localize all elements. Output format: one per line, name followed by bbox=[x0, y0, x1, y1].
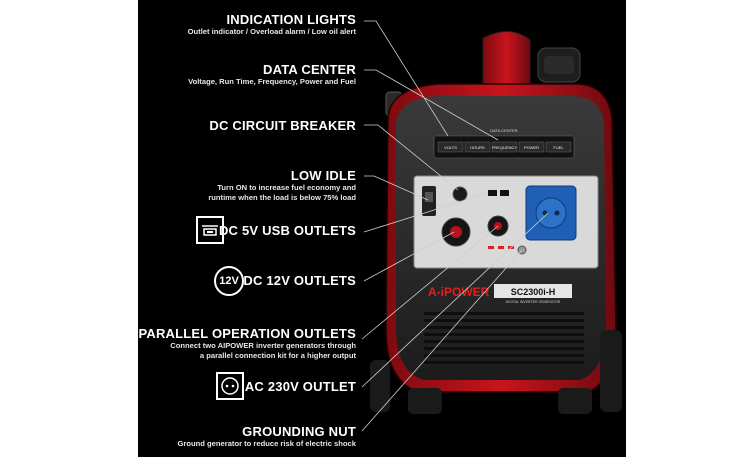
ac-socket-icon bbox=[216, 372, 244, 400]
cooling-vents bbox=[424, 312, 584, 364]
model-number: SC2300i-H bbox=[511, 287, 556, 297]
data-tabs: VOLTS HOURS FREQUENCY POWER FUEL bbox=[437, 141, 572, 153]
data-center-panel-label: DATA CENTER bbox=[490, 128, 518, 133]
data-tab bbox=[437, 141, 464, 153]
usb-icon bbox=[196, 216, 224, 244]
callout-title: GROUNDING NUT bbox=[242, 424, 356, 439]
data-tab-label: HOURS bbox=[470, 145, 485, 150]
callout-title: INDICATION LIGHTS bbox=[226, 12, 356, 27]
data-tab bbox=[545, 141, 572, 153]
callout-subtitle: Connect two AIPOWER inverter generators … bbox=[170, 341, 356, 350]
callout-subtitle: a parallel connection kit for a higher o… bbox=[199, 350, 356, 360]
callout-title: DATA CENTER bbox=[263, 62, 356, 77]
callout-dc-12v: DC 12V OUTLETS bbox=[243, 273, 356, 288]
callout-dc-5v-usb: DC 5V USB OUTLETS bbox=[219, 223, 356, 238]
vent-slot bbox=[424, 333, 584, 336]
callout-title: AC 230V OUTLET bbox=[244, 379, 356, 394]
12v-icon: 12V bbox=[214, 266, 244, 296]
callout-indication-lights: INDICATION LIGHTS Outlet indicator / Ove… bbox=[188, 12, 356, 37]
handle-top bbox=[482, 31, 531, 93]
callout-ac-230v: AC 230V OUTLET bbox=[245, 379, 356, 394]
callout-data-center: DATA CENTER Voltage, Run Time, Frequency… bbox=[188, 62, 356, 87]
callout-subtitle: Turn ON to increase fuel economy and bbox=[217, 183, 356, 192]
callout-title: DC 12V OUTLETS bbox=[243, 273, 356, 288]
dc-breaker bbox=[452, 186, 468, 202]
vent-slot bbox=[424, 361, 584, 364]
black-background-panel: DATA CENTER VOLTS HOURS FREQUENCY POWER FUEL bbox=[138, 0, 626, 457]
data-tab-label: FREQUENCY bbox=[492, 145, 517, 150]
callout-low-idle: LOW IDLE Turn ON to increase fuel econom… bbox=[208, 168, 356, 202]
data-tab bbox=[464, 141, 491, 153]
usb-port bbox=[488, 190, 497, 196]
svg-text:DIGITAL INVERTER GENERATOR: DIGITAL INVERTER GENERATOR bbox=[506, 300, 561, 304]
callout-subtitle: Voltage, Run Time, Frequency, Power and … bbox=[188, 77, 356, 86]
callout-title: PARALLEL OPERATION OUTLETS bbox=[138, 326, 356, 341]
data-tab bbox=[518, 141, 545, 153]
callout-dc-circuit-breaker: DC CIRCUIT BREAKER bbox=[209, 118, 356, 133]
leader-lines bbox=[361, 20, 549, 432]
callout-subtitle: runtime when the load is below 75% load bbox=[208, 192, 356, 202]
right-foot bbox=[558, 388, 592, 414]
callout-title: DC 5V USB OUTLETS bbox=[218, 223, 356, 238]
callout-subtitle: Ground generator to reduce risk of elect… bbox=[177, 439, 356, 448]
callout-subtitle: Outlet indicator / Overload alarm / Low … bbox=[187, 27, 356, 36]
brand-logo: A-iPOWER bbox=[428, 285, 490, 299]
data-tab-label: POWER bbox=[524, 145, 539, 150]
data-tab-label: FUEL bbox=[553, 145, 564, 150]
callout-title: DC CIRCUIT BREAKER bbox=[209, 118, 356, 133]
vent-slot bbox=[424, 347, 584, 350]
callout-parallel-operation: PARALLEL OPERATION OUTLETS Connect two A… bbox=[138, 326, 356, 360]
left-foot bbox=[370, 360, 390, 412]
vent-slot bbox=[424, 319, 584, 322]
callout-grounding-nut: GROUNDING NUT Ground generator to reduce… bbox=[177, 424, 356, 449]
data-tab bbox=[491, 141, 518, 153]
vent-slot bbox=[424, 312, 584, 315]
callout-title: LOW IDLE bbox=[290, 168, 356, 183]
vent-slot bbox=[424, 354, 584, 357]
data-tab-label: VOLTS bbox=[444, 145, 457, 150]
generator-illustration: DATA CENTER VOLTS HOURS FREQUENCY POWER FUEL bbox=[361, 20, 622, 432]
12v-icon-label: 12V bbox=[219, 275, 239, 287]
vent-slot bbox=[424, 326, 584, 329]
vent-slot bbox=[424, 340, 584, 343]
